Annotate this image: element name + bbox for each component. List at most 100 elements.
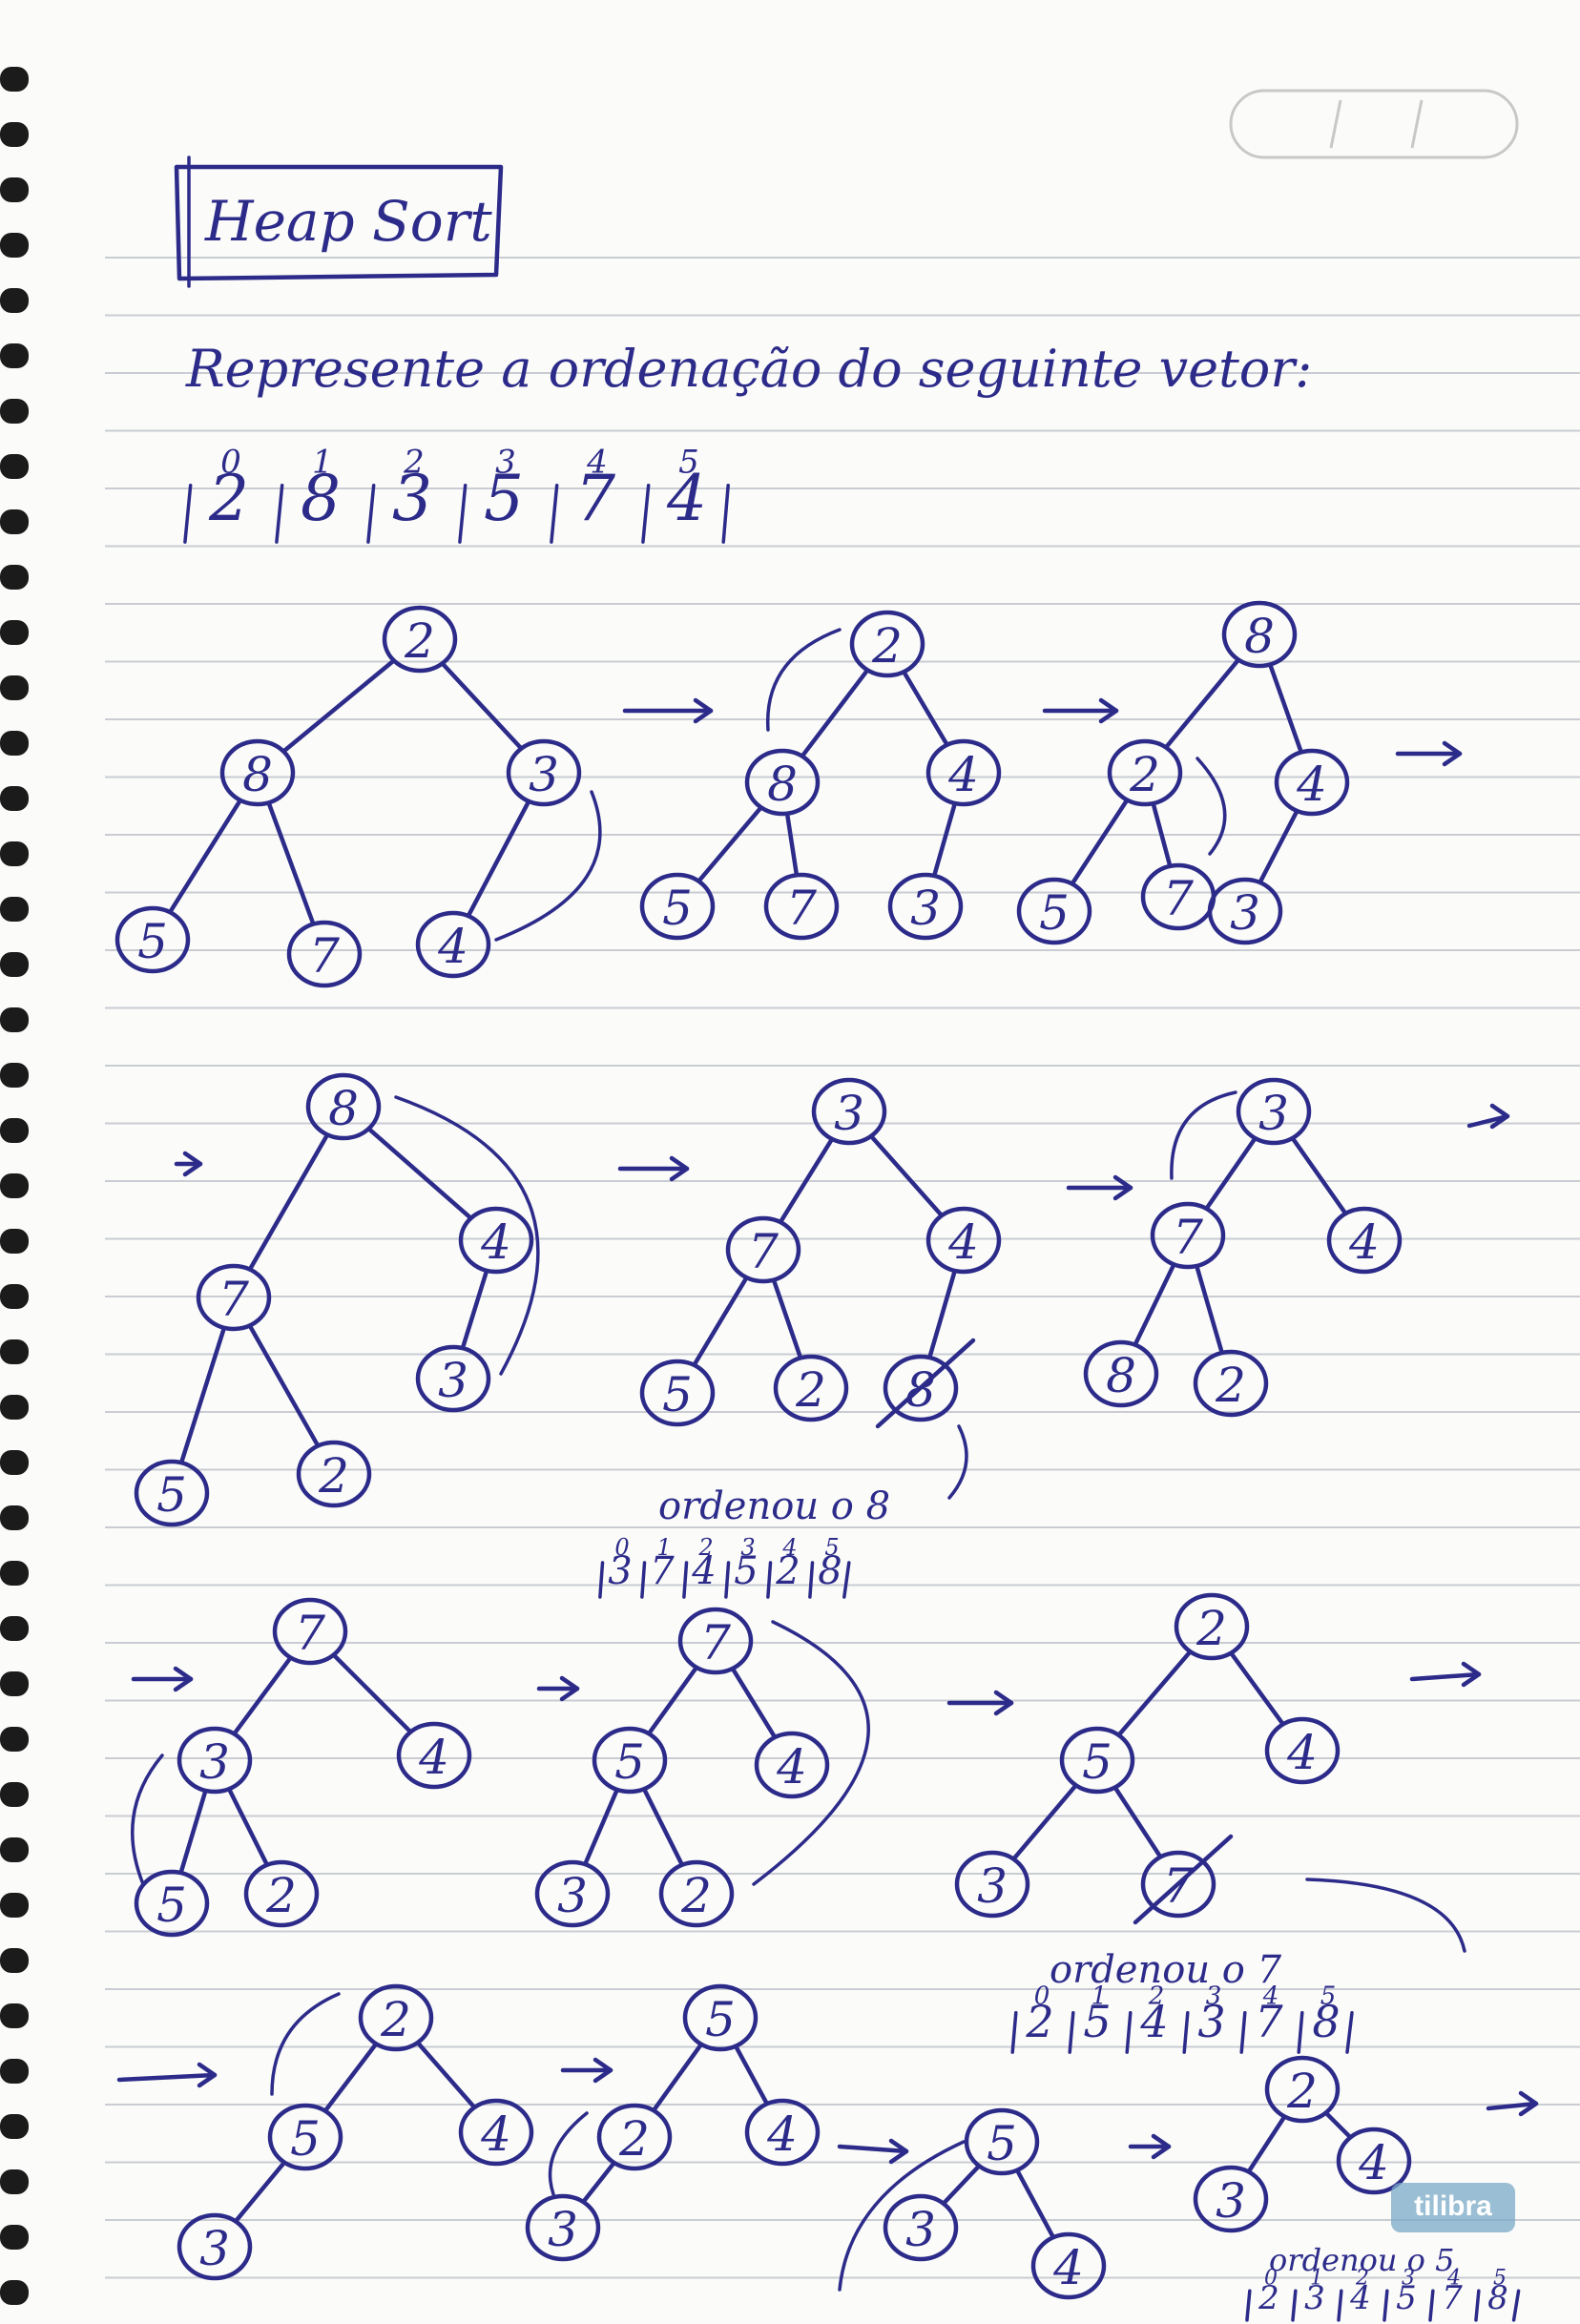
tree-edge bbox=[779, 1138, 834, 1223]
step-arrow bbox=[1486, 2101, 1539, 2111]
vector-value: 7 bbox=[1442, 2279, 1463, 2317]
tree-node-circle bbox=[887, 872, 964, 941]
tree-node-value: 4 bbox=[437, 919, 468, 974]
arrow-head bbox=[1442, 740, 1463, 767]
tree-node-value: 3 bbox=[548, 2202, 578, 2257]
swap-arrow bbox=[394, 1095, 540, 1376]
tree-node-value: 5 bbox=[137, 914, 168, 969]
arrow-head bbox=[1489, 1103, 1510, 1130]
vector-index: 4 bbox=[1262, 1982, 1279, 2011]
tree-edge bbox=[1113, 1786, 1162, 1858]
tree-edge bbox=[461, 1271, 489, 1348]
vector-index: 3 bbox=[740, 1534, 755, 1561]
tree-node-value: 4 bbox=[1358, 2135, 1389, 2190]
tree-node-circle bbox=[744, 2098, 821, 2167]
ruled-lines bbox=[105, 257, 1580, 2279]
step-arrow bbox=[1466, 1113, 1510, 1129]
vector-value: 3 bbox=[1197, 1996, 1225, 2047]
tree-node-circle bbox=[415, 1344, 491, 1413]
swap-arrow bbox=[752, 1620, 870, 1886]
tree-edge bbox=[179, 1328, 226, 1463]
tree-node-circle bbox=[1030, 2231, 1107, 2300]
tree-edge bbox=[1258, 810, 1299, 883]
tree-node-circle bbox=[1274, 748, 1350, 817]
date-box bbox=[1229, 89, 1519, 159]
tree-node-circle bbox=[114, 905, 191, 974]
tree-edge bbox=[248, 1133, 329, 1271]
tree-node-circle bbox=[177, 1726, 253, 1795]
vector-index: 4 bbox=[1446, 2267, 1461, 2291]
arrow-head bbox=[993, 1690, 1014, 1716]
tree-node-circle bbox=[925, 1206, 1002, 1275]
tree-edge bbox=[903, 671, 948, 746]
vector-value: 3 bbox=[392, 462, 432, 535]
tree-node-value: 5 bbox=[705, 1992, 736, 2047]
tree-edge bbox=[416, 2041, 476, 2109]
tree-node-circle bbox=[763, 872, 840, 941]
tree-node-value: 7 bbox=[748, 1224, 779, 1279]
note-sorted-5: ordenou o 5 bbox=[1269, 2242, 1454, 2278]
tree-edge bbox=[932, 803, 957, 876]
vector-index: 3 bbox=[1206, 1982, 1222, 2011]
tree-edge bbox=[927, 1271, 957, 1358]
svg-text:tilibra: tilibra bbox=[1414, 2190, 1492, 2222]
vector-index: 0 bbox=[1034, 1982, 1050, 2011]
tree-node-circle bbox=[1264, 1716, 1341, 1785]
tree-node-circle bbox=[296, 1440, 372, 1508]
tree-node-circle bbox=[744, 748, 821, 817]
vector-value: 7 bbox=[1255, 1996, 1283, 2047]
tree-node-value: 2 bbox=[1195, 1601, 1227, 1656]
tree-node-value: 5 bbox=[987, 2116, 1017, 2171]
vector-value: 2 bbox=[1025, 1996, 1053, 2047]
tree-node-value: 2 bbox=[795, 1362, 826, 1418]
step-arrow bbox=[1409, 1671, 1482, 1682]
note-arrow bbox=[947, 1424, 968, 1500]
vector-index: 1 bbox=[1310, 2267, 1323, 2291]
tree-node-value: 4 bbox=[1296, 757, 1327, 812]
tree-edge bbox=[179, 1791, 207, 1873]
tree-node-circle bbox=[639, 1359, 716, 1427]
arrow-head bbox=[888, 2138, 909, 2165]
tree-node-value: 8 bbox=[767, 757, 798, 812]
vector-value: 2 bbox=[775, 1549, 800, 1593]
swap-arrow bbox=[131, 1753, 164, 1886]
tree-node-value: 4 bbox=[418, 1730, 449, 1785]
vector-index: 1 bbox=[312, 444, 333, 482]
brand-logo: tilibra bbox=[1391, 2183, 1515, 2232]
tree-edge bbox=[1012, 1784, 1077, 1860]
tree-node-value: 7 bbox=[1173, 1210, 1203, 1265]
tree-node-circle bbox=[272, 1597, 348, 1666]
tree-node-value: 3 bbox=[199, 1734, 230, 1790]
tree-edge bbox=[642, 1788, 684, 1866]
vector-value: 4 bbox=[691, 1549, 716, 1593]
tree-edge bbox=[869, 1134, 944, 1217]
tree-node-value: 2 bbox=[404, 613, 435, 669]
swap-arrow bbox=[1170, 1090, 1237, 1180]
tree-edge bbox=[1205, 1137, 1257, 1210]
vector-index: 5 bbox=[824, 1534, 839, 1561]
tree-edge bbox=[583, 1789, 619, 1865]
tree-node-circle bbox=[925, 738, 1002, 807]
step-arrows bbox=[116, 697, 1539, 2165]
tree-node-circle bbox=[954, 1850, 1030, 1919]
swap-arrow bbox=[270, 1992, 341, 2096]
tree-edge bbox=[697, 806, 762, 882]
arrow-head bbox=[1098, 697, 1119, 724]
tree-node-circle bbox=[219, 738, 296, 807]
tree-node-value: 5 bbox=[614, 1734, 645, 1790]
vector-index: 5 bbox=[1493, 2267, 1507, 2291]
tree-node-value: 8 bbox=[1106, 1348, 1136, 1403]
tree-node-circle bbox=[243, 1859, 320, 1928]
vector-value: 4 bbox=[1349, 2279, 1371, 2317]
tree-node-circle bbox=[658, 1859, 735, 1928]
title-box bbox=[174, 156, 504, 288]
tree-node-circle bbox=[458, 2098, 534, 2167]
vector-value: 7 bbox=[575, 462, 615, 535]
